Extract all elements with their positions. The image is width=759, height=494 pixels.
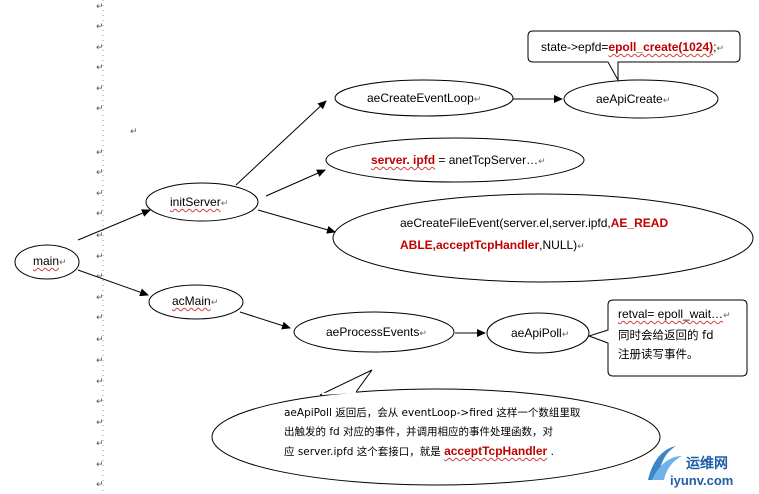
callout-fired xyxy=(211,388,661,486)
paragraph-mark: ↵ xyxy=(96,252,104,262)
node-main xyxy=(14,244,80,280)
node-server-ipfd-label: server. ipfd = anetTcpServer…↵ xyxy=(371,153,546,167)
node-aecreatefileevent-label: aeCreateFileEvent(server.el,server.ipfd,… xyxy=(400,216,669,252)
arrow-initserver-serveripfd xyxy=(265,169,326,197)
callout-fired-tail xyxy=(319,369,373,396)
paragraph-mark: ↵ xyxy=(96,480,104,490)
paragraph-mark: ↵ xyxy=(96,418,104,428)
node-aeapicreate-label: aeApiCreate↵ xyxy=(596,92,671,106)
node-aeapipoll-label: aeApiPoll↵ xyxy=(511,326,570,340)
arrow-initserver-aecreateeventloop xyxy=(235,100,327,186)
paragraph-mark: ↵ xyxy=(96,84,104,94)
callout-epoll-wait xyxy=(587,299,748,377)
paragraph-mark: ↵ xyxy=(96,377,104,387)
node-initserver-label: initServer↵ xyxy=(170,195,229,209)
paragraph-mark: ↵ xyxy=(96,148,104,158)
paragraph-mark: ↵ xyxy=(96,397,104,407)
node-acmain xyxy=(148,284,244,320)
paragraph-mark: ↵ xyxy=(96,22,104,32)
paragraph-mark: ↵ xyxy=(96,335,104,345)
paragraph-mark: ↵ xyxy=(96,168,104,178)
callout-epfd xyxy=(527,30,741,82)
paragraph-mark: ↵ xyxy=(96,439,104,449)
node-main-label: main↵ xyxy=(33,254,67,268)
paragraph-mark: ↵ xyxy=(96,189,104,199)
arrow-initserver-aecreatefileevent xyxy=(257,209,336,234)
watermark-en: iyunv.com xyxy=(670,473,734,488)
paragraph-mark: ↵ xyxy=(96,293,104,303)
paragraph-mark: ↵ xyxy=(96,104,104,114)
arrow-main-initserver xyxy=(77,209,151,241)
watermark-logo xyxy=(648,446,682,480)
paragraph-mark: ↵ xyxy=(96,2,104,12)
paragraph-mark: ↵ xyxy=(130,127,138,137)
node-aecreateeventloop-label: aeCreateEventLoop↵ xyxy=(367,91,482,105)
paragraph-mark: ↵ xyxy=(96,209,104,219)
node-aeapicreate xyxy=(563,79,719,119)
node-aecreatefileevent xyxy=(332,193,754,283)
watermark-cn: 运维网 xyxy=(686,456,728,472)
paragraph-mark: ↵ xyxy=(96,63,104,73)
callout-epoll-wait-text: retval= epoll_wait…↵ 同时会给返回的 fd 注册读写事件。 xyxy=(618,307,731,361)
paragraph-mark: ↵ xyxy=(96,43,104,53)
arrow-main-acmain xyxy=(77,269,149,297)
node-aeapipoll xyxy=(486,312,590,354)
callout-fired-text: aeApiPoll 返回后，会从 eventLoop->fired 这样一个数组… xyxy=(284,407,581,458)
paragraph-mark: ↵ xyxy=(96,272,104,282)
node-initserver xyxy=(145,182,259,222)
paragraph-mark: ↵ xyxy=(96,356,104,366)
callout-epfd-text: state->epfd=epoll_create(1024);↵ xyxy=(541,40,725,54)
paragraph-mark: ↵ xyxy=(96,460,104,470)
node-acmain-label: acMain↵ xyxy=(172,294,219,308)
paragraph-mark: ↵ xyxy=(96,313,104,323)
node-server-ipfd xyxy=(325,137,585,183)
node-aeprocessevents xyxy=(293,311,455,353)
node-aecreateeventloop xyxy=(334,79,514,117)
paragraph-mark: ↵ xyxy=(96,231,104,241)
node-aeprocessevents-label: aeProcessEvents↵ xyxy=(326,325,427,339)
arrow-acmain-aeprocessevents xyxy=(239,311,291,330)
